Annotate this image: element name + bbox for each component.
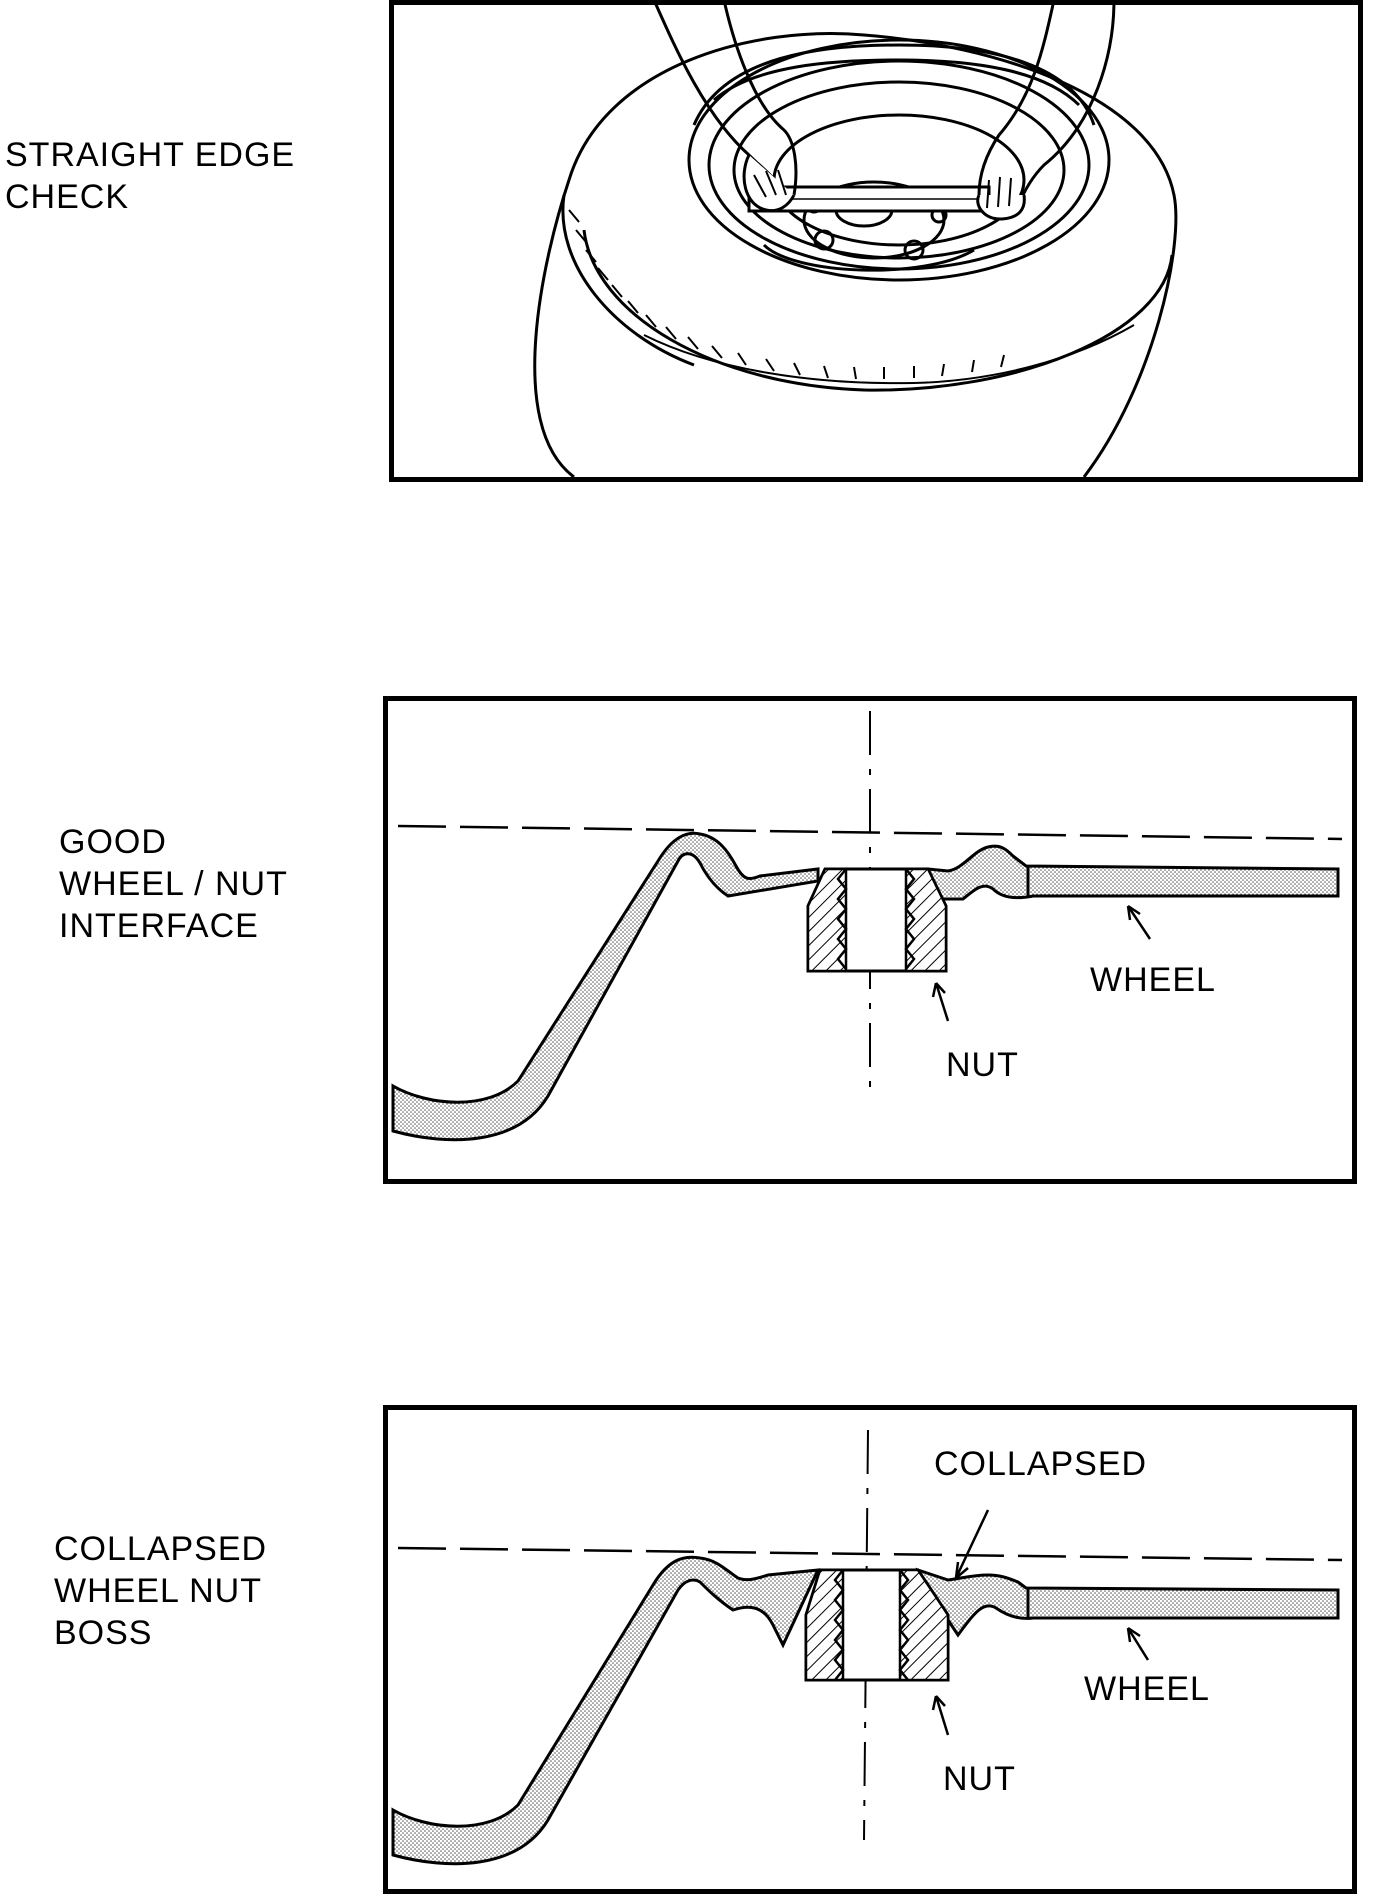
title-line: WHEEL NUT xyxy=(54,1572,262,1610)
collapsed-boss-panel: COLLAPSED WHEEL NUT xyxy=(383,1405,1357,1894)
wheel-callout: WHEEL xyxy=(1090,961,1216,999)
collapsed-callout: COLLAPSED xyxy=(934,1445,1147,1483)
wheel-arrow xyxy=(1126,1626,1150,1661)
title-line: CHECK xyxy=(5,178,130,216)
title-line: COLLAPSED xyxy=(54,1530,268,1568)
collapsed-arrow xyxy=(954,1509,990,1579)
collapsed-boss-cross-section: COLLAPSED WHEEL NUT xyxy=(391,1429,1343,1866)
wheel-section xyxy=(391,1555,821,1866)
center-line xyxy=(863,1429,869,1841)
panel-3-title: COLLAPSED WHEEL NUT BOSS xyxy=(54,1528,267,1654)
good-interface-cross-section: WHEEL NUT xyxy=(391,711,1343,1142)
wheel-section xyxy=(391,831,820,1142)
nut-callout: NUT xyxy=(946,1046,1019,1084)
title-line: BOSS xyxy=(54,1614,153,1652)
title-line: WHEEL / NUT xyxy=(59,865,288,903)
nut-arrow xyxy=(931,982,950,1022)
reference-line xyxy=(397,1546,1343,1562)
wheel-callout: WHEEL xyxy=(1084,1670,1210,1708)
lug-nut xyxy=(804,1568,950,1682)
lug-nut xyxy=(806,867,948,973)
title-line: INTERFACE xyxy=(59,907,259,945)
wheel-arrow xyxy=(1126,904,1152,940)
nut-callout: NUT xyxy=(943,1760,1016,1798)
tire-illustration xyxy=(533,5,1178,477)
title-line: STRAIGHT EDGE xyxy=(5,136,296,174)
title-line: GOOD xyxy=(59,823,167,861)
good-interface-panel: WHEEL NUT xyxy=(383,696,1357,1184)
straight-edge-check-panel xyxy=(389,0,1363,482)
panel-2-title: GOOD WHEEL / NUT INTERFACE xyxy=(59,821,288,947)
nut-arrow xyxy=(931,1695,950,1736)
panel-1-title: STRAIGHT EDGE CHECK xyxy=(5,134,295,218)
